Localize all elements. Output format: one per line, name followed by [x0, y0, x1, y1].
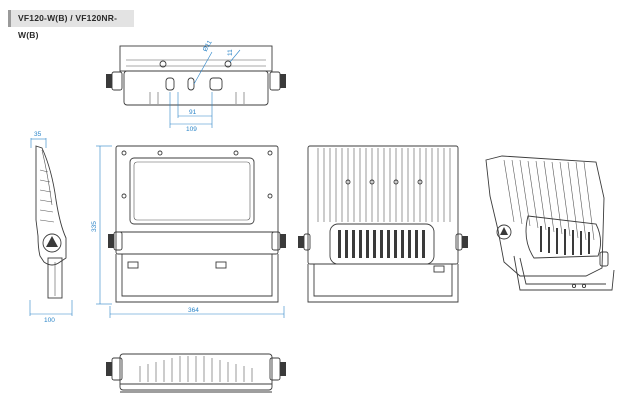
front-view: 364 [108, 145, 286, 318]
rear-view [298, 145, 468, 303]
dim-11-label: 11 [227, 49, 234, 56]
dim-91-label: 91 [189, 109, 197, 116]
side-view: 35 100 335 [29, 131, 112, 324]
model-title: VF120-W(B) / VF120NR-W(B) [8, 10, 134, 40]
dim-335-label: 335 [91, 221, 98, 232]
dim-364-label: 364 [188, 307, 199, 314]
dim-100-label: 100 [44, 317, 55, 324]
bottom-view [106, 353, 286, 393]
dim-109-label: 109 [186, 126, 197, 133]
perspective-view [485, 155, 615, 291]
dim-35-label: 35 [34, 131, 42, 138]
top-view: Ø11 11 91 109 [106, 39, 286, 133]
